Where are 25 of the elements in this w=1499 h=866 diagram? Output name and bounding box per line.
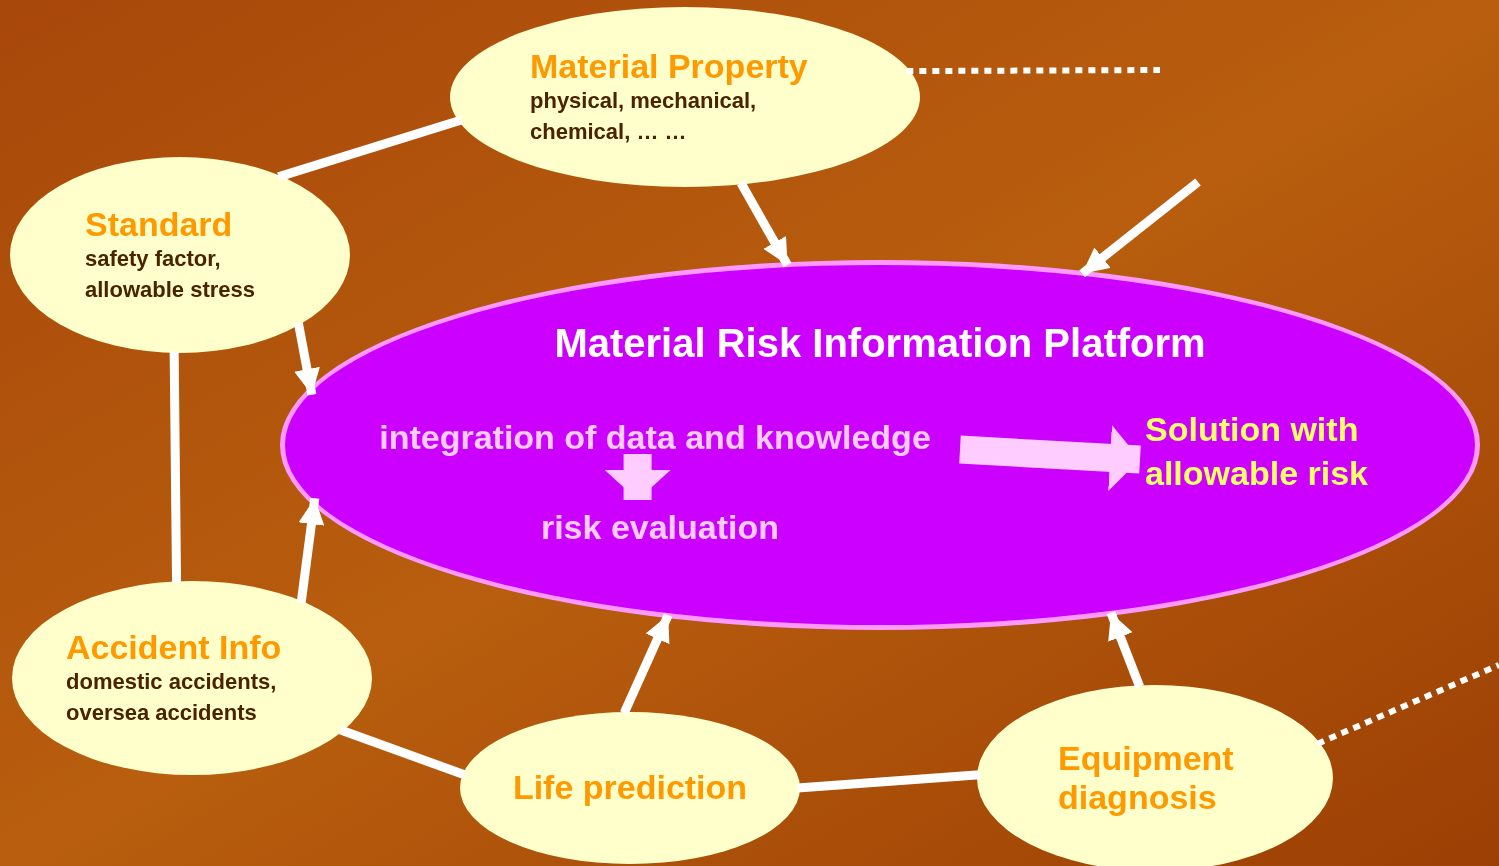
connector-line: [169, 351, 182, 583]
arrow: [959, 425, 1141, 491]
node-description: domestic accidents, oversea accidents: [66, 667, 278, 727]
node-title: Material Property: [530, 46, 809, 86]
arrow: [1079, 178, 1201, 278]
node-description: safety factor, allowable stress: [85, 244, 256, 304]
arrow: [1106, 611, 1144, 689]
step-text: integration of data and knowledge: [345, 415, 965, 460]
connector-line: [339, 725, 467, 780]
platform-title: Material Risk Information Platform: [553, 323, 1207, 363]
arrow: [296, 497, 325, 604]
arrow: [737, 180, 792, 268]
result-text: Solution with allowable risk: [1145, 407, 1415, 496]
node-description: physical, mechanical, chemical, … …: [530, 86, 758, 146]
node-title: Accident Info: [66, 627, 283, 667]
connector-line: [797, 770, 981, 793]
arrow: [620, 613, 673, 716]
node-title: Standard: [85, 204, 234, 244]
connector-line: [906, 67, 1160, 75]
connector-line: [277, 115, 463, 182]
connector-line: [1316, 662, 1499, 747]
arrow: [604, 454, 671, 500]
node-title: Life prediction: [512, 768, 748, 808]
step-text: risk evaluation: [515, 505, 805, 550]
node-title: Equipment diagnosis: [1058, 738, 1235, 818]
